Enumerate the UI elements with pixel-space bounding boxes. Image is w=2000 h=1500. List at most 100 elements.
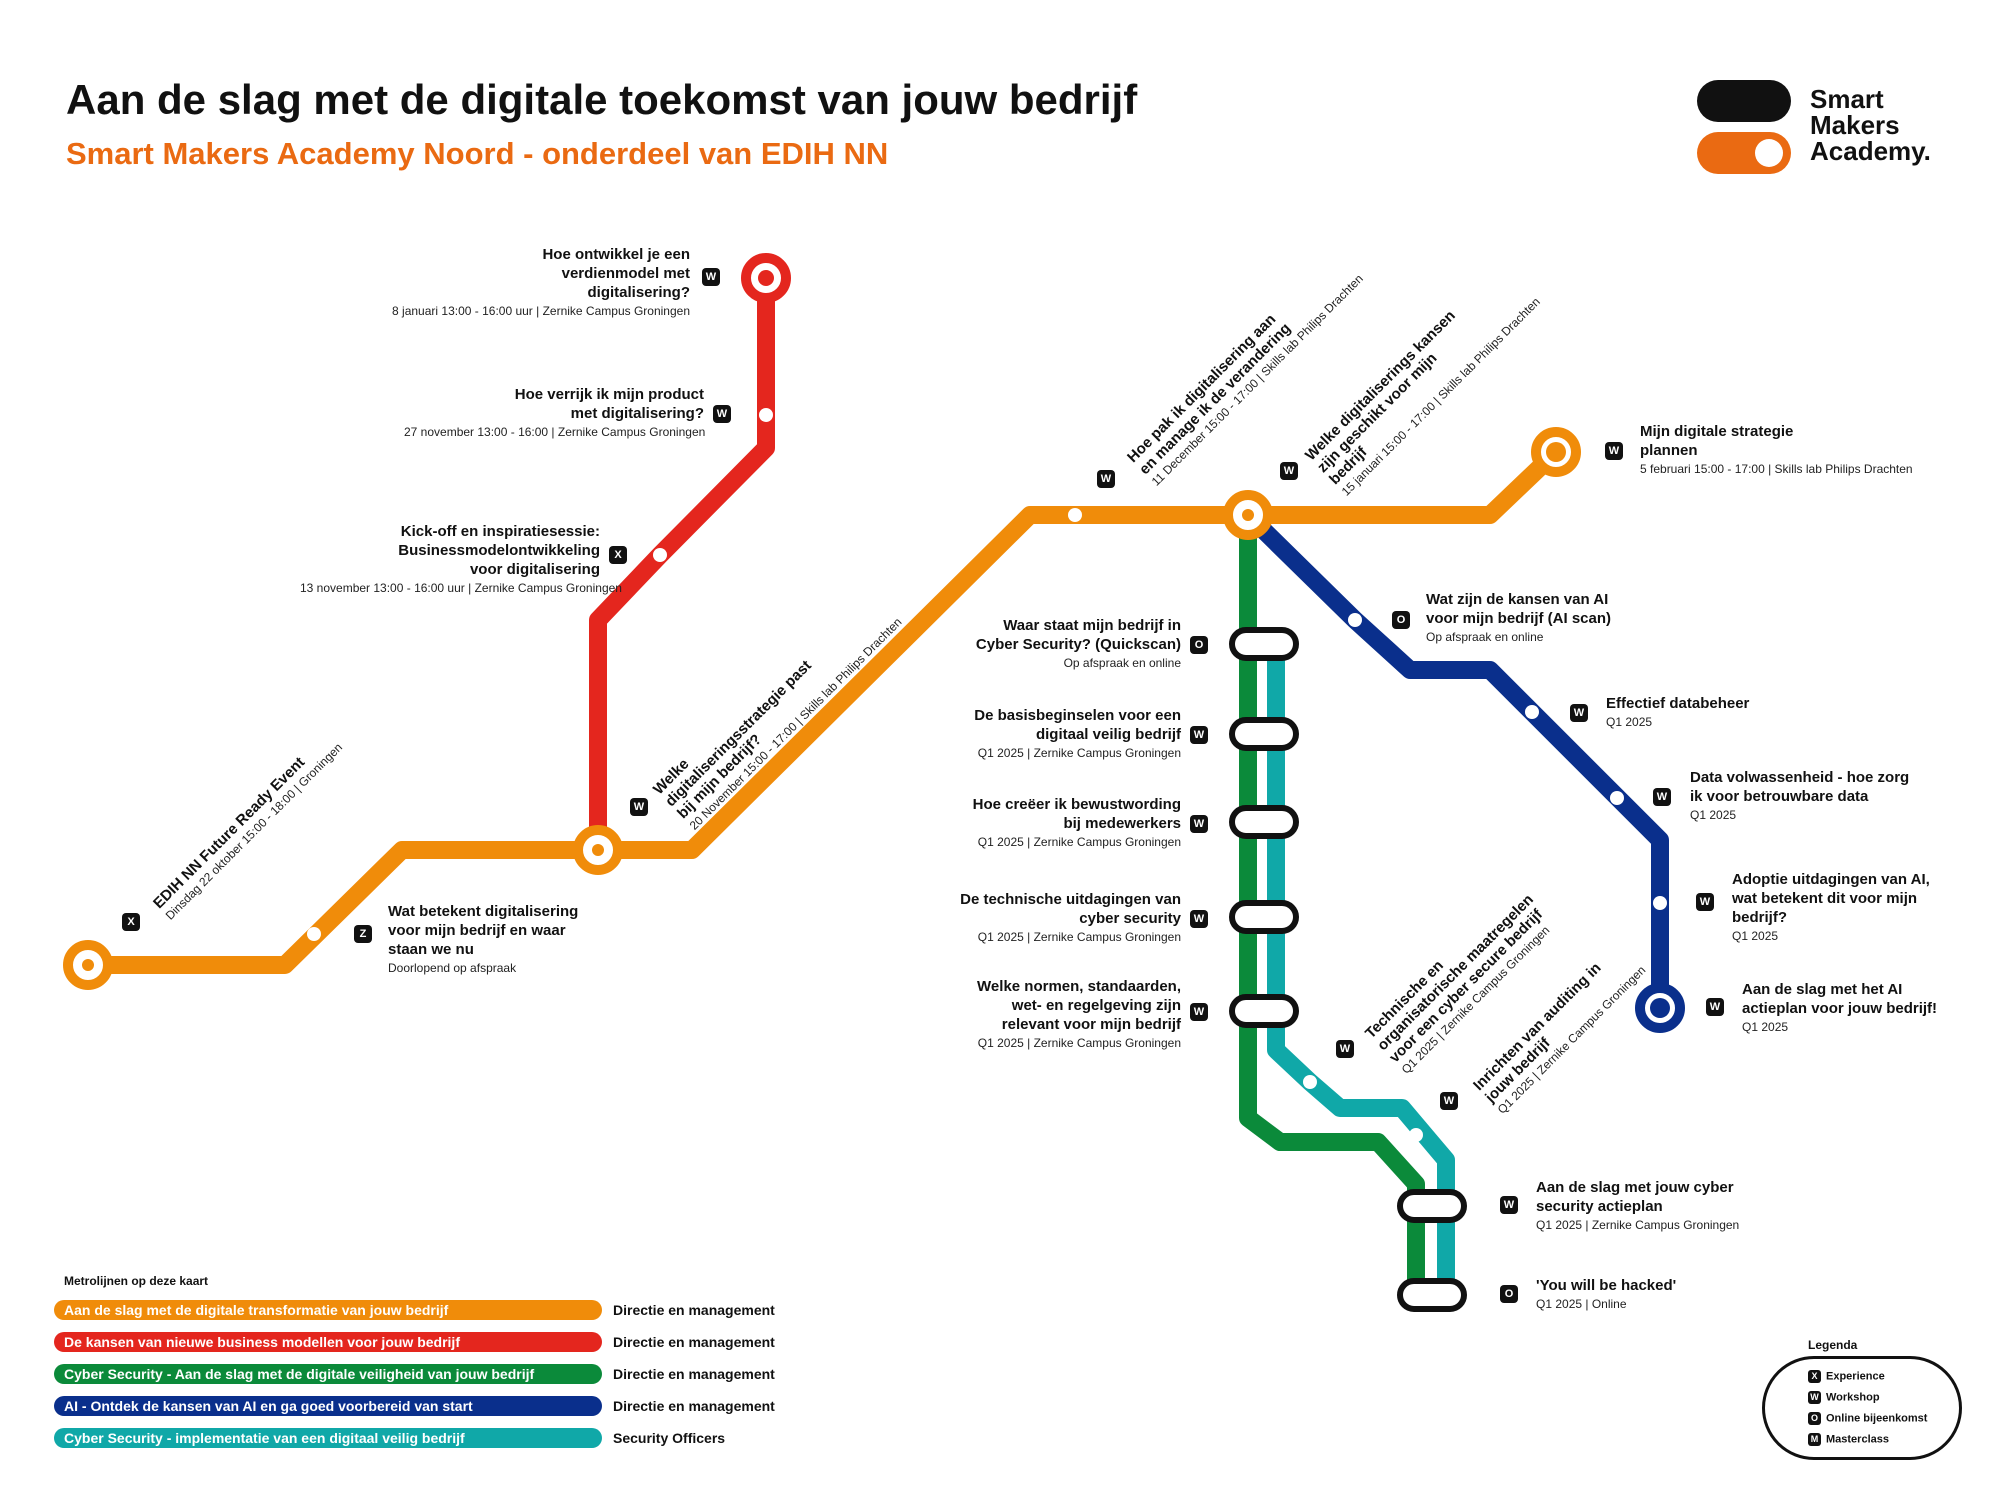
page-subtitle: Smart Makers Academy Noord - onderdeel v… bbox=[66, 136, 889, 171]
badge-s16: W bbox=[1190, 726, 1208, 744]
station-s13[interactable]: Adoptie uitdagingen van AI, wat betekent… bbox=[1732, 870, 2000, 945]
station-s19-title: Welke normen, standaarden, wet- en regel… bbox=[977, 978, 1181, 1033]
logo-line-3: Academy. bbox=[1810, 136, 1931, 166]
line-legend-audience-0: Directie en management bbox=[613, 1302, 775, 1318]
station-s16-detail: Q1 2025 | Zernike Campus Groningen bbox=[977, 746, 1181, 760]
badge-s20: W bbox=[1336, 1040, 1354, 1058]
station-s4-detail: 13 november 13:00 - 16:00 uur | Zernike … bbox=[300, 581, 622, 595]
station-s22[interactable]: Aan de slag met jouw cyber security acti… bbox=[1536, 1178, 1836, 1234]
pill-s17 bbox=[1229, 805, 1299, 839]
badge-s15: O bbox=[1190, 636, 1208, 654]
legend-row-1: W Workshop bbox=[1808, 1391, 1880, 1404]
station-s12-title: Data volwassenheid - hoe zorg ik voor be… bbox=[1690, 769, 1910, 805]
badge-s13: W bbox=[1696, 893, 1714, 911]
station-s23[interactable]: 'You will be hacked' Q1 2025 | Online bbox=[1536, 1276, 1836, 1313]
station-s5-title: Hoe verrijk ik mijn product met digitali… bbox=[514, 386, 704, 422]
stop-s11 bbox=[1525, 705, 1539, 719]
stop-s5 bbox=[759, 408, 773, 422]
station-s14[interactable]: Aan de slag met het AI actieplan voor jo… bbox=[1742, 980, 2000, 1036]
station-s17-detail: Q1 2025 | Zernike Campus Groningen bbox=[977, 835, 1181, 849]
station-s13-detail: Q1 2025 bbox=[1732, 929, 1779, 943]
station-s18[interactable]: De technische uitdagingen van cyber secu… bbox=[881, 890, 1181, 946]
badge-s2: Z bbox=[354, 925, 372, 943]
station-s5[interactable]: Hoe verrijk ik mijn product met digitali… bbox=[404, 385, 705, 441]
station-s23-title: 'You will be hacked' bbox=[1536, 1277, 1677, 1294]
station-s13-title: Adoptie uitdagingen van AI, wat betekent… bbox=[1732, 871, 1930, 926]
line-legend-bar-4: Cyber Security - implementatie van een d… bbox=[54, 1428, 602, 1448]
legend-label: Online bijeenkomst bbox=[1826, 1412, 1928, 1425]
station-s19-detail: Q1 2025 | Zernike Campus Groningen bbox=[977, 1036, 1181, 1050]
badge-s12: W bbox=[1653, 788, 1671, 806]
legend-title: Legenda bbox=[1808, 1338, 1858, 1352]
stop-s12 bbox=[1610, 791, 1624, 805]
legend-row-2: O Online bijeenkomst bbox=[1808, 1412, 1927, 1425]
legend-badge-icon: O bbox=[1808, 1412, 1821, 1425]
station-s4-title: Kick-off en inspiratiesessie: Businessmo… bbox=[398, 523, 600, 578]
stop-s4 bbox=[653, 548, 667, 562]
station-s17[interactable]: Hoe creëer ik bewustwording bij medewerk… bbox=[881, 795, 1181, 851]
line-legend-bar-2: Cyber Security - Aan de slag met de digi… bbox=[54, 1364, 602, 1384]
line-blue bbox=[1239, 506, 1669, 1017]
badge-s1: X bbox=[122, 913, 140, 931]
station-s15-title: Waar staat mijn bedrijf in Cyber Securit… bbox=[975, 617, 1181, 653]
station-s15[interactable]: Waar staat mijn bedrijf in Cyber Securit… bbox=[881, 616, 1181, 672]
stop-s20 bbox=[1303, 1075, 1317, 1089]
station-s6[interactable]: Hoe ontwikkel je een verdienmodel met di… bbox=[390, 245, 690, 320]
line-legend-bar-3: AI - Ontdek de kansen van AI en ga goed … bbox=[54, 1396, 602, 1416]
station-s11-title: Effectief databeheer bbox=[1606, 695, 1750, 712]
badge-s7: W bbox=[1097, 470, 1115, 488]
stop-s13 bbox=[1653, 896, 1667, 910]
badge-s4: X bbox=[609, 546, 627, 564]
badge-s6: W bbox=[702, 268, 720, 286]
station-s10-title: Wat zijn de kansen van AI voor mijn bedr… bbox=[1426, 591, 1612, 627]
station-s22-title: Aan de slag met jouw cyber security acti… bbox=[1536, 1179, 1734, 1215]
legend-label: Workshop bbox=[1826, 1391, 1880, 1404]
station-s10[interactable]: Wat zijn de kansen van AI voor mijn bedr… bbox=[1426, 590, 1726, 646]
badge-s3: W bbox=[630, 798, 648, 816]
legend-box bbox=[1762, 1356, 1962, 1460]
badge-s10: O bbox=[1392, 611, 1410, 629]
stop-s21 bbox=[1409, 1128, 1423, 1142]
station-s16[interactable]: De basisbeginselen voor een digitaal vei… bbox=[881, 706, 1181, 762]
station-s23-detail: Q1 2025 | Online bbox=[1536, 1297, 1627, 1311]
station-s11-detail: Q1 2025 bbox=[1606, 715, 1653, 729]
logo-toggle-icon bbox=[1697, 80, 1791, 174]
station-s22-detail: Q1 2025 | Zernike Campus Groningen bbox=[1536, 1218, 1740, 1232]
station-s9[interactable]: Mijn digitale strategie plannen 5 februa… bbox=[1640, 422, 1940, 478]
badge-s11: W bbox=[1570, 704, 1588, 722]
legend-badge-icon: W bbox=[1808, 1391, 1821, 1404]
logo-wordmark: Smart Makers Academy. bbox=[1810, 86, 1931, 164]
station-s17-title: Hoe creëer ik bewustwording bij medewerk… bbox=[972, 796, 1181, 832]
line-teal bbox=[1267, 631, 1455, 1304]
stop-s2 bbox=[307, 927, 321, 941]
badge-s21: W bbox=[1440, 1092, 1458, 1110]
station-s6-detail: 8 januari 13:00 - 16:00 uur | Zernike Ca… bbox=[392, 304, 690, 318]
badge-s17: W bbox=[1190, 815, 1208, 833]
station-s11[interactable]: Effectief databeheer Q1 2025 bbox=[1606, 694, 1906, 731]
legend-badge-icon: M bbox=[1808, 1433, 1821, 1446]
pill-s16 bbox=[1229, 717, 1299, 751]
station-s9-detail: 5 februari 15:00 - 17:00 | Skills lab Ph… bbox=[1640, 462, 1913, 476]
badge-s18: W bbox=[1190, 910, 1208, 928]
station-s15-detail: Op afspraak en online bbox=[1063, 656, 1181, 670]
badge-s22: W bbox=[1500, 1196, 1518, 1214]
station-s6-title: Hoe ontwikkel je een verdienmodel met di… bbox=[542, 246, 690, 301]
badge-s23: O bbox=[1500, 1285, 1518, 1303]
badge-s5: W bbox=[713, 405, 731, 423]
pill-s18 bbox=[1229, 900, 1299, 934]
badge-s19: W bbox=[1190, 1003, 1208, 1021]
logo-line-1: Smart bbox=[1810, 84, 1884, 114]
station-s16-title: De basisbeginselen voor een digitaal vei… bbox=[974, 707, 1181, 743]
badge-s8: W bbox=[1280, 462, 1298, 480]
pill-s22 bbox=[1397, 1189, 1467, 1223]
line-legend-bar-0: Aan de slag met de digitale transformati… bbox=[54, 1300, 602, 1320]
station-s19[interactable]: Welke normen, standaarden, wet- en regel… bbox=[881, 977, 1181, 1052]
station-s4[interactable]: Kick-off en inspiratiesessie: Businessmo… bbox=[300, 522, 622, 597]
station-s12[interactable]: Data volwassenheid - hoe zorg ik voor be… bbox=[1690, 768, 1990, 824]
station-s14-detail: Q1 2025 bbox=[1742, 1020, 1789, 1034]
station-s10-detail: Op afspraak en online bbox=[1426, 630, 1544, 644]
station-s2[interactable]: Wat betekent digitalisering voor mijn be… bbox=[388, 902, 688, 977]
